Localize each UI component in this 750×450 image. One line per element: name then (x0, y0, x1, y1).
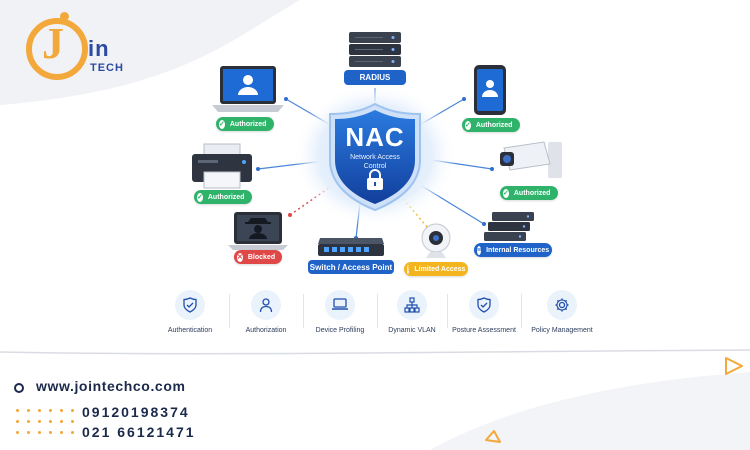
logo-in: in (88, 36, 110, 61)
feature-label: Dynamic VLAN (388, 327, 436, 334)
feature-device-profiling: Device Profiling (308, 290, 372, 334)
logo-tech: TECH (90, 62, 124, 74)
webcam-icon (421, 223, 451, 258)
laptop-icon (212, 66, 284, 112)
feature-dynamic-vlan: Dynamic VLAN (380, 290, 444, 334)
nac-subtitle-line1: Network Access (350, 154, 400, 161)
feature-label: Device Profiling (315, 327, 365, 334)
camera-status: Authorized (513, 189, 551, 197)
phone-number-2[interactable]: 021 66121471 (82, 424, 196, 440)
printer-icon (192, 143, 252, 189)
check-icon: ✓ (197, 192, 203, 202)
feature-policy-management: Policy Management (530, 290, 594, 334)
laptop-status: Authorized (229, 120, 267, 128)
server-icon: ≡ (477, 245, 482, 255)
internal-resources-label: Internal Resources (486, 246, 550, 254)
feature-label: Authorization (245, 327, 287, 334)
phone-status: Authorized (475, 121, 513, 129)
block-icon: ✕ (237, 252, 243, 262)
feature-authorization: Authorization (234, 290, 298, 334)
logo-dot (60, 12, 69, 21)
internal-resources-badge: ≡ Internal Resources (474, 243, 552, 257)
hacker-laptop-icon (228, 212, 288, 250)
nac-subtitle: Network Access Control (336, 153, 414, 171)
smartphone-icon (474, 65, 506, 115)
webcam-status-badge: ! Limited Access (404, 262, 468, 276)
feature-label: Posture Assessment (452, 327, 516, 334)
nac-subtitle-line2: Control (363, 163, 387, 170)
printer-status: Authorized (207, 193, 245, 201)
laptop-status-badge: ✓ Authorized (216, 117, 274, 131)
laptop-icon (325, 290, 355, 320)
network-icon (397, 290, 427, 320)
logo-letter: J (42, 19, 64, 68)
jointech-logo: J in TECH (22, 12, 132, 92)
check-icon: ✓ (465, 120, 471, 130)
phone-number-1[interactable]: 09120198374 (82, 404, 190, 420)
check-icon: ✓ (503, 188, 509, 198)
web-bullet-icon (14, 383, 24, 393)
network-switch-icon (318, 238, 384, 256)
webcam-status: Limited Access (414, 265, 466, 273)
feature-label: Authentication (167, 327, 213, 334)
hacker-status: Blocked (247, 253, 276, 261)
shield-check-icon (175, 290, 205, 320)
printer-status-badge: ✓ Authorized (194, 190, 252, 204)
feature-divider (229, 294, 230, 328)
feature-label: Policy Management (531, 327, 593, 334)
feature-posture-assessment: Posture Assessment (452, 290, 516, 334)
server-rack-icon (484, 212, 534, 241)
feature-divider (521, 294, 522, 328)
gear-icon (547, 290, 577, 320)
website-text[interactable]: www.jointechco.com (36, 378, 186, 394)
feature-divider (377, 294, 378, 328)
feature-authentication: Authentication (158, 290, 222, 334)
shield-check-icon (469, 290, 499, 320)
feature-divider (447, 294, 448, 328)
security-camera-icon (500, 141, 562, 178)
radius-label: RADIUS (344, 70, 406, 85)
hacker-status-badge: ✕ Blocked (234, 250, 282, 264)
radius-server-icon (349, 32, 401, 67)
nac-shield (293, 83, 457, 227)
phone-status-badge: ✓ Authorized (462, 118, 520, 132)
user-icon (251, 290, 281, 320)
warning-icon: ! (407, 264, 410, 274)
logo-ring (26, 18, 88, 80)
feature-divider (303, 294, 304, 328)
check-icon: ✓ (219, 119, 225, 129)
camera-status-badge: ✓ Authorized (500, 186, 558, 200)
switch-label: Switch / Access Point (308, 260, 394, 274)
nac-title: NAC (345, 122, 405, 152)
